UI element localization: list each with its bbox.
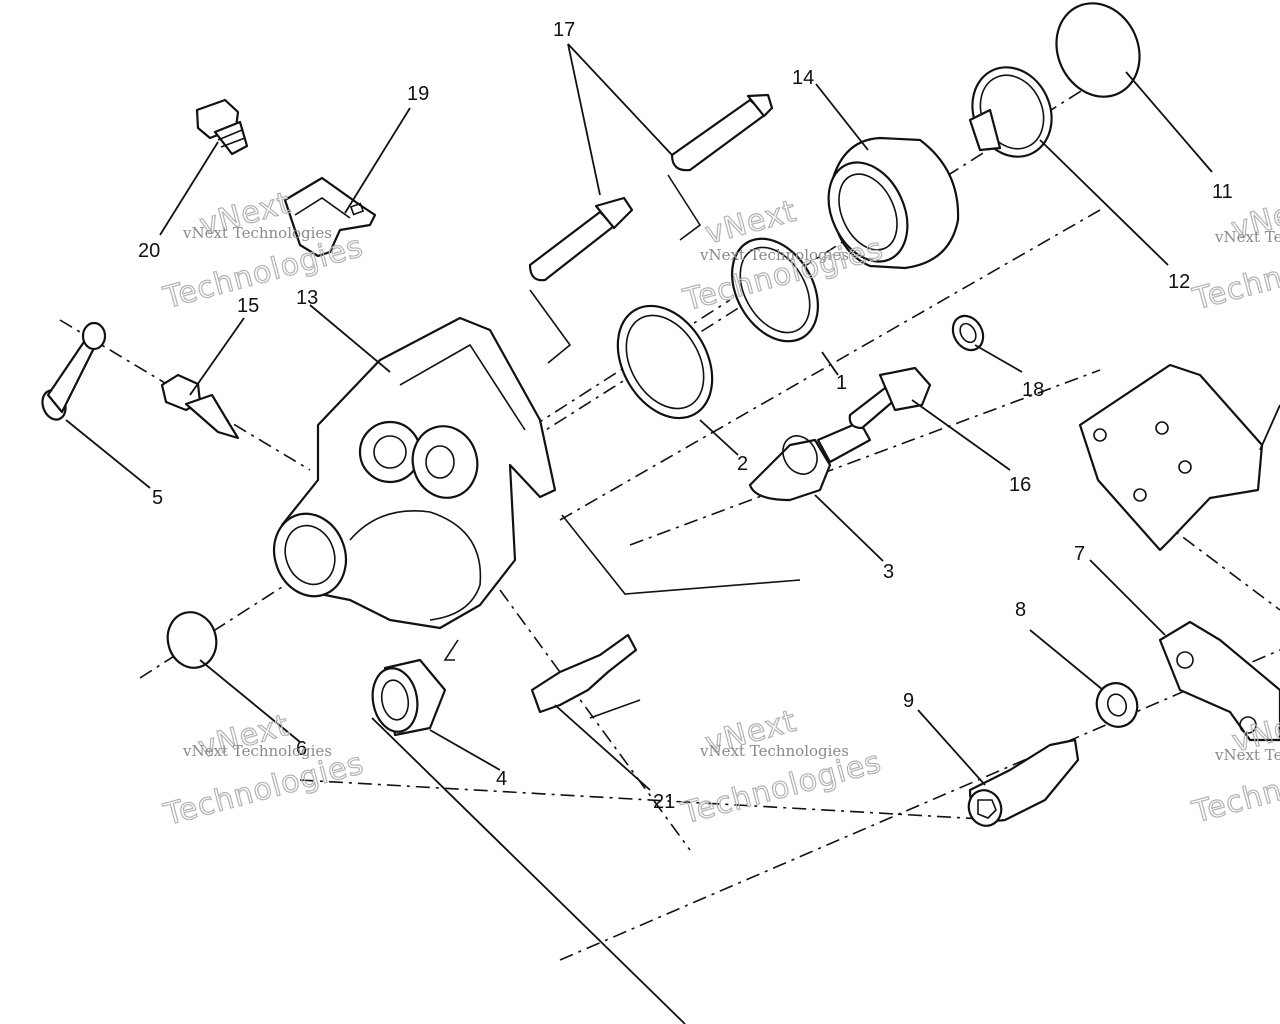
watermark-6: vNext vNext Technologies Technologies bbox=[1188, 701, 1280, 831]
part-12-retainer-ring bbox=[968, 66, 1053, 158]
svg-text:Technologies: Technologies bbox=[159, 229, 367, 316]
svg-text:vNext Technologies: vNext Technologies bbox=[182, 224, 332, 242]
svg-text:vNext Technologies: vNext Technologies bbox=[1214, 228, 1280, 246]
part-16-adjuster bbox=[848, 366, 932, 430]
part-18-washer bbox=[951, 314, 985, 352]
callout-1: 1 bbox=[836, 372, 847, 394]
part-7-bracket-arm bbox=[1158, 620, 1280, 742]
part-14-piston bbox=[827, 136, 960, 270]
callout-19: 19 bbox=[407, 83, 429, 105]
part-5-cap bbox=[41, 321, 107, 421]
watermark-5: vNext vNext Technologies Technologies bbox=[1188, 188, 1280, 318]
callout-7: 7 bbox=[1074, 543, 1085, 565]
callout-14: 14 bbox=[792, 67, 814, 89]
part-13-caliper-body bbox=[273, 316, 557, 630]
svg-text:vNext Technologies: vNext Technologies bbox=[699, 246, 849, 264]
callout-17: 17 bbox=[553, 19, 575, 41]
part-8-washer bbox=[1095, 682, 1139, 728]
part-20-bolt bbox=[195, 98, 249, 156]
callout-12: 12 bbox=[1168, 271, 1190, 293]
part-2-seal bbox=[616, 304, 714, 420]
part-1-seal bbox=[731, 237, 819, 343]
part-9-bolt bbox=[967, 738, 1080, 827]
part-19-bracket-clip bbox=[283, 176, 377, 258]
part-21-spring-clip bbox=[530, 633, 638, 714]
callout-9: 9 bbox=[903, 690, 914, 712]
callout-2: 2 bbox=[737, 453, 748, 475]
callout-labels: 17 19 20 15 13 14 11 12 1 18 2 16 5 3 7 … bbox=[138, 19, 1233, 813]
watermark-3: vNext vNext Technologies Technologies bbox=[159, 707, 368, 833]
part-17-guide-pins bbox=[528, 93, 774, 282]
svg-text:vNext Technologies: vNext Technologies bbox=[699, 742, 849, 760]
callout-6: 6 bbox=[296, 738, 307, 760]
svg-text:vNext Technologies: vNext Technologies bbox=[182, 742, 332, 760]
callout-18: 18 bbox=[1022, 379, 1044, 401]
part-pad-plate bbox=[1078, 363, 1264, 552]
callout-16: 16 bbox=[1009, 474, 1031, 496]
callout-8: 8 bbox=[1015, 599, 1026, 621]
callout-11: 11 bbox=[1212, 181, 1233, 203]
callout-5: 5 bbox=[152, 487, 163, 509]
callout-4: 4 bbox=[496, 768, 507, 790]
callout-13: 13 bbox=[296, 287, 318, 309]
part-4-bushing bbox=[371, 658, 447, 737]
svg-text:vNext Technologies: vNext Technologies bbox=[1214, 746, 1280, 764]
part-3-piston-plunger bbox=[748, 420, 872, 502]
callout-21: 21 bbox=[653, 791, 675, 813]
part-15-bleeder-valve bbox=[160, 373, 240, 440]
callout-3: 3 bbox=[883, 561, 894, 583]
part-6-plug bbox=[166, 611, 218, 669]
leader-lines bbox=[65, 43, 1280, 1024]
callout-20: 20 bbox=[138, 240, 160, 262]
part-11-disc bbox=[1055, 2, 1141, 98]
callout-15: 15 bbox=[237, 295, 259, 317]
